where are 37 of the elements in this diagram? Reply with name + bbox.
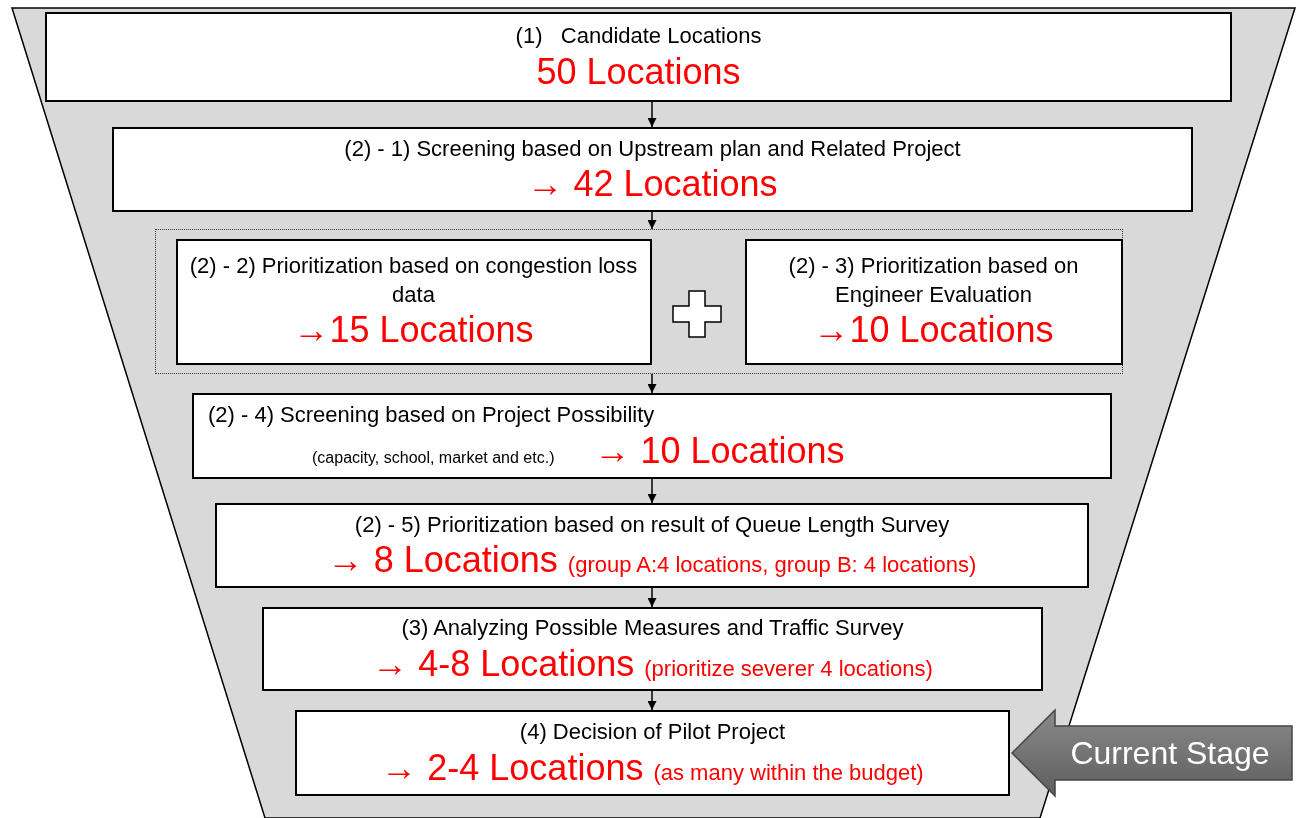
location-count: →10 Locations <box>813 309 1054 351</box>
count-note: (group A:4 locations, group B: 4 locations) <box>567 552 977 579</box>
step-title: (2) - 1) Screening based on Upstream plan and Related Project <box>344 134 961 163</box>
process-box <box>262 607 1043 691</box>
step-title: (1) Candidate Locations <box>515 22 762 50</box>
location-count: → 8 Locations <box>327 539 558 581</box>
arrow <box>647 373 657 394</box>
step-title: (2) - 3) Prioritization based on Engineer Evaluation <box>787 252 1080 309</box>
group-frame <box>155 229 1123 374</box>
process-box <box>295 710 1010 796</box>
process-box <box>192 393 1112 479</box>
criteria-note: (capacity, school, market and etc.) <box>312 448 555 467</box>
location-count: 50 Locations <box>536 50 741 92</box>
arrow <box>647 478 657 504</box>
step-title: (2) - 2) Prioritization based on congestion loss data <box>189 252 638 309</box>
step-title: (3) Analyzing Possible Measures and Traffic Survey <box>401 614 904 642</box>
location-count: → 2-4 Locations <box>381 746 644 788</box>
arrow <box>647 690 657 711</box>
process-box <box>112 127 1193 212</box>
step-title: (4) Decision of Pilot Project <box>519 718 786 746</box>
count-note: (as many within the budget) <box>653 759 924 786</box>
process-box <box>215 503 1089 588</box>
location-count: → 4-8 Locations <box>372 642 635 684</box>
process-box <box>175 238 652 365</box>
stage-label: Current Stage <box>1070 734 1270 772</box>
location-count: →15 Locations <box>293 309 534 351</box>
stage-arrow <box>1010 708 1294 798</box>
location-count: → 42 Locations <box>527 163 778 205</box>
arrow <box>647 587 657 608</box>
count-note: (prioritize severer 4 locations) <box>644 655 933 682</box>
step-title: (2) - 4) Screening based on Project Possibility <box>208 401 655 429</box>
process-box <box>45 12 1232 102</box>
arrow <box>647 211 657 230</box>
arrow <box>647 101 657 128</box>
location-count: → 10 Locations <box>594 429 845 471</box>
step-title: (2) - 5) Prioritization based on result of Queue Length Survey <box>354 510 950 539</box>
process-box <box>744 238 1123 365</box>
